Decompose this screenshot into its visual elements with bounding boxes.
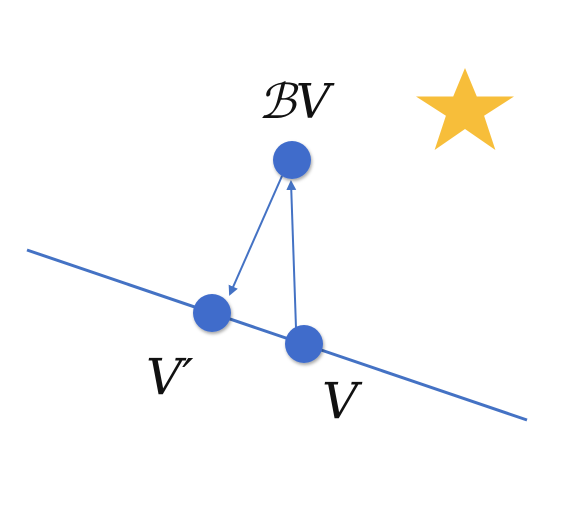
label-v-prime-var: V xyxy=(146,348,187,406)
label-bv-var: V xyxy=(296,74,335,130)
label-v-prime-mark: ′ xyxy=(182,348,194,406)
arrow-bv-to-vprime xyxy=(228,175,283,296)
label-bv-script: ℬ xyxy=(258,74,299,130)
label-v-prime: V′ xyxy=(146,348,194,406)
point-bv xyxy=(273,141,311,179)
label-v: V xyxy=(322,372,363,430)
point-v-prime xyxy=(193,294,231,332)
arrow-v-to-bv xyxy=(286,180,297,329)
label-bv: ℬV xyxy=(258,74,335,130)
star-icon xyxy=(416,68,514,150)
subspace-line xyxy=(26,248,528,422)
point-v xyxy=(285,325,323,363)
